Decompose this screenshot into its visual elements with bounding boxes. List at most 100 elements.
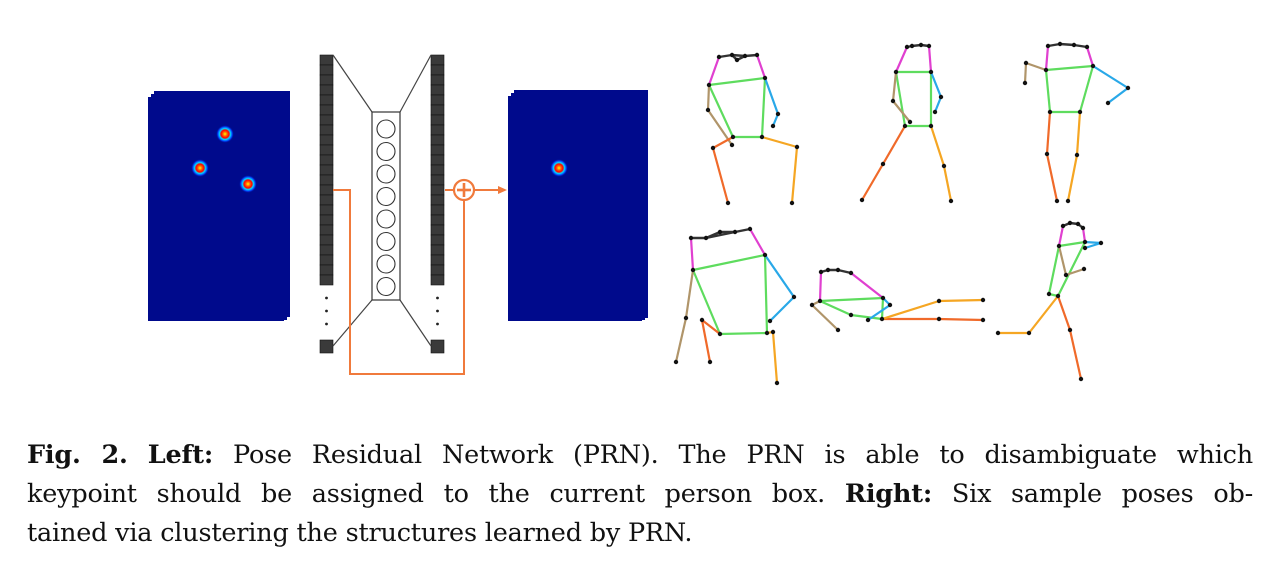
joint: [928, 69, 934, 75]
limb-segment: [711, 146, 730, 205]
limb-segment: [691, 268, 722, 336]
layer-unit: [319, 264, 334, 276]
joint: [754, 52, 760, 58]
joint: [938, 94, 944, 100]
limb-segment: [891, 99, 912, 124]
joint: [879, 316, 885, 322]
joint: [1105, 100, 1111, 106]
neuron: [376, 276, 396, 297]
joint: [1074, 152, 1080, 158]
joint: [1056, 243, 1062, 249]
joint: [890, 98, 896, 104]
pose-2: [859, 42, 954, 204]
layer-unit: [430, 154, 445, 166]
neuron: [376, 141, 396, 162]
limb-segment: [1056, 294, 1072, 332]
layer-unit: [430, 64, 445, 76]
figure-caption: Fig. 2. Left: Pose Residual Network (PRN…: [27, 436, 1253, 553]
joint: [1055, 293, 1061, 299]
limb-segment: [818, 270, 823, 303]
layer-unit: [319, 244, 334, 256]
layer-unit: [319, 224, 334, 236]
limb-segment: [1085, 45, 1095, 68]
joint: [1098, 240, 1104, 246]
limb-segment: [880, 299, 941, 321]
limb-segment: [866, 303, 892, 322]
limb-segment: [1058, 42, 1076, 47]
layer-unit: [430, 184, 445, 196]
layer-unit: [430, 339, 445, 354]
joint: [1082, 239, 1088, 245]
limb-segment: [894, 45, 909, 74]
ellipsis-dot: [436, 322, 439, 326]
limb-segment: [1075, 110, 1082, 157]
layer-unit: [319, 104, 334, 116]
neuron: [376, 209, 396, 229]
joint: [1045, 43, 1051, 49]
layer-unit: [319, 254, 334, 266]
joint: [995, 330, 1001, 336]
limb-segment: [689, 236, 695, 272]
joint: [809, 302, 815, 308]
joint: [747, 226, 753, 232]
limb-segment: [1023, 61, 1028, 85]
hidden-layer: [371, 111, 401, 301]
limb-segment: [707, 83, 735, 139]
joint: [893, 69, 899, 75]
joint: [980, 297, 986, 303]
joint: [1078, 376, 1084, 382]
joint: [848, 270, 854, 276]
limb-segment: [763, 253, 769, 335]
joint: [835, 327, 841, 333]
layer-unit: [319, 134, 334, 146]
joint: [742, 53, 748, 59]
ellipsis-dot: [436, 296, 439, 300]
layer-unit: [319, 94, 334, 106]
joint: [767, 318, 773, 324]
joint: [764, 330, 770, 336]
caption-line-1: Fig. 2. Left: Pose Residual Network (PRN…: [27, 436, 1253, 475]
joint: [1067, 327, 1073, 333]
joint: [789, 200, 795, 206]
joint: [1071, 42, 1077, 48]
layer-unit: [319, 144, 334, 156]
layer-unit: [319, 54, 334, 66]
joint: [1044, 151, 1050, 157]
joint: [774, 380, 780, 386]
layer-unit: [319, 174, 334, 186]
limb-segment: [1057, 244, 1068, 277]
joint: [729, 52, 735, 58]
keypoint-blob: [239, 175, 257, 193]
limb-segment: [1045, 110, 1052, 156]
joint: [948, 198, 954, 204]
pose-4: [673, 226, 797, 386]
joint: [710, 145, 716, 151]
limb-segment: [860, 162, 885, 202]
limb-segment: [849, 313, 884, 321]
limb-segment: [760, 76, 767, 139]
pose-1: [705, 52, 800, 206]
limb-segment: [1083, 241, 1103, 250]
limb-segment: [1027, 294, 1060, 335]
caption-line-3: tained via clustering the structures lea…: [27, 518, 693, 548]
limb-segment: [1091, 64, 1130, 90]
joint: [1023, 60, 1029, 66]
joint: [707, 359, 713, 365]
layer-unit: [430, 204, 445, 216]
layer-unit: [319, 114, 334, 126]
output-heatmap: [508, 90, 648, 321]
limb-segment: [763, 76, 780, 116]
joint: [859, 197, 865, 203]
joint: [818, 269, 824, 275]
limb-segment: [942, 164, 953, 203]
joint: [904, 44, 910, 50]
joint: [880, 295, 886, 301]
layer-unit: [430, 164, 445, 176]
layer-unit: [430, 244, 445, 256]
input-layer-column: [319, 54, 334, 354]
limb-segment: [1081, 226, 1087, 244]
joint: [1022, 80, 1028, 86]
limb-segment: [771, 330, 779, 385]
joint: [902, 123, 908, 129]
arrow-head: [498, 186, 507, 194]
